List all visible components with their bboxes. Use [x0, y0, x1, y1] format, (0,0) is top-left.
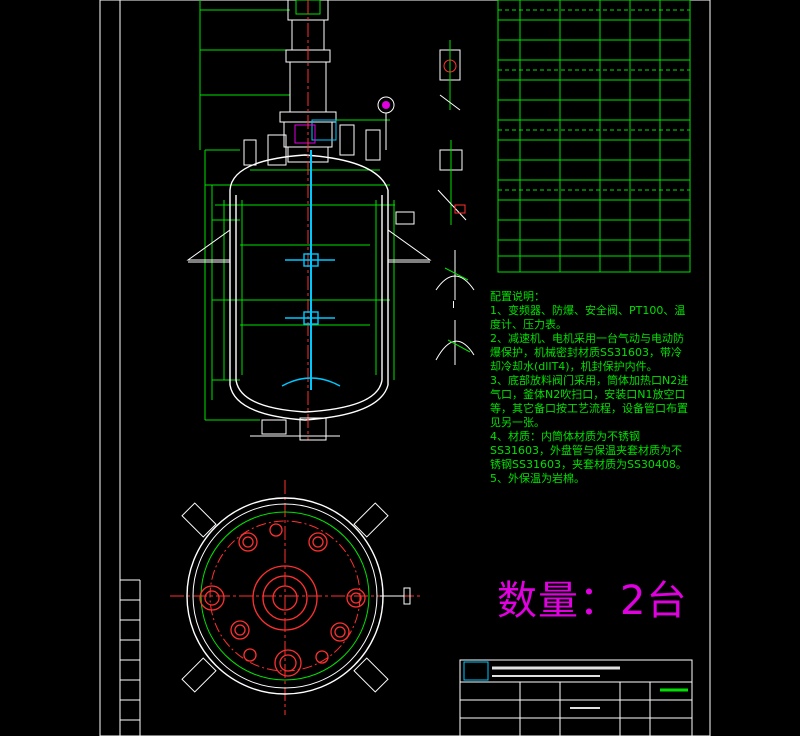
pressure-gauge-icon	[382, 101, 390, 109]
parts-list-table	[497, 0, 691, 273]
jacket	[223, 200, 395, 380]
notes-heading: 配置说明：	[490, 290, 545, 303]
motor-frame	[295, 0, 321, 15]
note-item: 3、底部放料阀门采用，筒体加热口N2进气口，釜体N2吹扫口，安装口N1放空口等，…	[490, 374, 689, 429]
quantity-label: 数量：2台	[497, 578, 688, 624]
detail-a	[439, 40, 461, 111]
seal-housing	[311, 119, 337, 141]
nozzle-circles-plan	[199, 523, 366, 677]
bottom-outlet	[250, 417, 340, 441]
title-block	[459, 659, 693, 736]
detail-views: I	[435, 40, 475, 365]
note-item: 1、变频器、防爆、安全阀、PT100、温度计、压力表。	[490, 304, 686, 331]
svg-text:I: I	[452, 300, 455, 311]
dimension-lines	[199, 0, 395, 421]
note-item: 4、材质：内筒体材质为不锈钢SS31603，外盘管与保温夹套材质为不锈钢SS31…	[490, 430, 687, 471]
agitator-impellers	[281, 253, 341, 387]
top-nozzles	[243, 96, 395, 166]
side-nozzle	[395, 211, 415, 225]
note-item: 2、减速机、电机采用一台气动与电动防爆保护，机械密封材质SS31603，带冷却冷…	[490, 332, 684, 373]
seal-cooler	[294, 124, 316, 144]
support-legs-plan	[181, 502, 411, 693]
support-lugs	[186, 229, 432, 263]
drawing-frame	[99, 0, 711, 736]
detail-d: I	[435, 300, 475, 365]
detail-b	[437, 140, 467, 225]
vessel-elevation-view	[186, 0, 432, 441]
vessel-shell	[229, 154, 389, 421]
configuration-notes: 配置说明： 1、变频器、防爆、安全阀、PT100、温度计、压力表。 2、减速机、…	[490, 290, 690, 486]
detail-c	[435, 250, 475, 300]
note-item: 5、外保温为岩棉。	[490, 472, 585, 485]
vessel-plan-view	[170, 480, 420, 715]
